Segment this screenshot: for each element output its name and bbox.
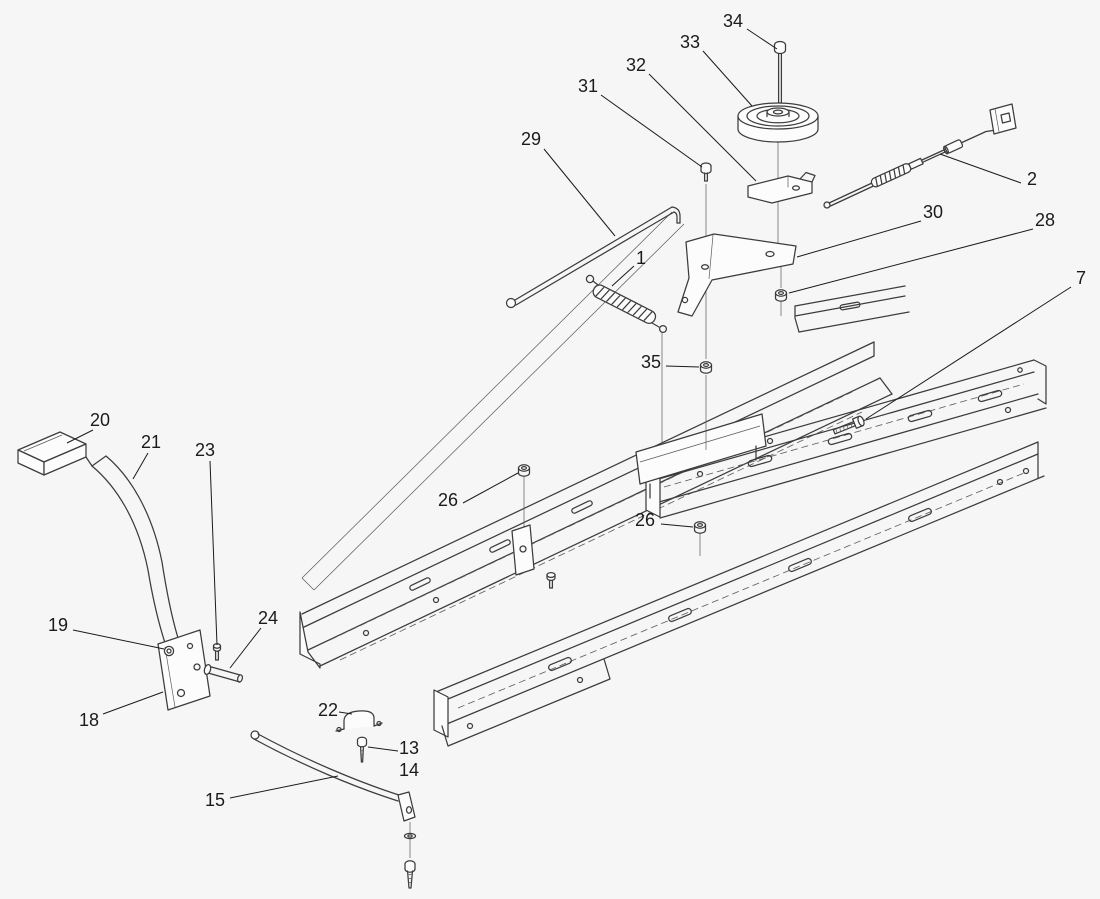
shoulder-bolt bbox=[832, 415, 865, 435]
callout-21: 21 bbox=[141, 432, 161, 452]
leader-line-34 bbox=[746, 28, 778, 50]
leader-line-32 bbox=[648, 73, 757, 182]
leader-line-33 bbox=[702, 50, 753, 107]
lift-rod bbox=[505, 206, 681, 309]
flat-washer bbox=[403, 832, 417, 840]
frame-rail-right bbox=[645, 359, 1047, 519]
clamp-screw bbox=[356, 736, 368, 763]
leader-line-7 bbox=[865, 286, 1072, 420]
callout-26b: 26 bbox=[635, 510, 655, 530]
callout-15: 15 bbox=[205, 790, 225, 810]
flange-nut-26-left bbox=[517, 464, 531, 477]
callout-22: 22 bbox=[318, 700, 338, 720]
pulley-wheel bbox=[737, 102, 819, 143]
idler-pulley-assembly bbox=[737, 40, 819, 204]
leader-line-22 bbox=[338, 711, 353, 715]
frame-rail-left bbox=[299, 341, 893, 669]
leader-line-28 bbox=[788, 228, 1034, 294]
flange-nut-28 bbox=[774, 289, 788, 302]
flange-nut-26-right bbox=[693, 521, 707, 534]
frame-side-panel bbox=[301, 211, 685, 591]
idler-bracket bbox=[747, 171, 816, 204]
leader-line-31 bbox=[600, 94, 703, 168]
callout-19: 19 bbox=[48, 615, 68, 635]
callout-33: 33 bbox=[680, 32, 700, 52]
leader-line-26b bbox=[660, 523, 694, 528]
callout-14: 14 bbox=[399, 760, 419, 780]
callout-34: 34 bbox=[723, 11, 743, 31]
pivot-bolt bbox=[163, 645, 175, 657]
pulley-bolt bbox=[773, 40, 787, 104]
callout-13: 13 bbox=[399, 738, 419, 758]
callout-35: 35 bbox=[641, 352, 661, 372]
pedal-pad bbox=[17, 431, 87, 476]
leader-line-30 bbox=[796, 220, 922, 258]
leader-line-18 bbox=[102, 691, 164, 715]
callout-31: 31 bbox=[578, 76, 598, 96]
callout-29: 29 bbox=[521, 129, 541, 149]
callout-26a: 26 bbox=[438, 490, 458, 510]
center-cross-member bbox=[635, 413, 767, 499]
clutch-cable bbox=[823, 103, 1017, 209]
support-bracket bbox=[511, 524, 535, 576]
rod-screw bbox=[404, 860, 416, 889]
leader-line-21 bbox=[132, 452, 149, 480]
carriage-bolt bbox=[546, 571, 556, 589]
leader-line-24 bbox=[229, 627, 262, 669]
leader-line-23 bbox=[209, 460, 218, 646]
extension-spring bbox=[585, 274, 668, 334]
leader-line-19 bbox=[72, 629, 165, 650]
leader-line-26a bbox=[462, 472, 519, 504]
callout-24: 24 bbox=[258, 608, 278, 628]
leader-line-20 bbox=[66, 429, 94, 444]
frame-rail-front bbox=[433, 441, 1045, 747]
pedal-arm bbox=[85, 455, 179, 647]
clevis-pin bbox=[203, 663, 244, 683]
callout-32: 32 bbox=[626, 55, 646, 75]
callout-2: 2 bbox=[1027, 169, 1037, 189]
callout-28: 28 bbox=[1035, 210, 1055, 230]
rear-cross-channel bbox=[794, 285, 910, 333]
shoulder-screw-23 bbox=[212, 643, 222, 661]
cable-clamp bbox=[335, 710, 383, 733]
callout-7: 7 bbox=[1076, 268, 1086, 288]
leader-line-15 bbox=[229, 775, 339, 799]
idler-arm bbox=[677, 233, 797, 317]
leader-line-1 bbox=[611, 265, 635, 287]
callout-1: 1 bbox=[636, 248, 646, 268]
leader-line-2 bbox=[939, 153, 1022, 184]
leader-line-35 bbox=[665, 365, 700, 368]
callout-18: 18 bbox=[79, 710, 99, 730]
callout-23: 23 bbox=[195, 440, 215, 460]
callout-20: 20 bbox=[90, 410, 110, 430]
pivot-bracket bbox=[157, 629, 211, 711]
link-rod bbox=[250, 730, 416, 822]
leader-line-29 bbox=[543, 148, 616, 237]
flange-nut-35 bbox=[699, 361, 713, 374]
leader-line-13 bbox=[367, 746, 399, 752]
mount-screw-31 bbox=[700, 162, 712, 182]
cable-bracket bbox=[989, 103, 1017, 135]
callout-30: 30 bbox=[923, 202, 943, 222]
